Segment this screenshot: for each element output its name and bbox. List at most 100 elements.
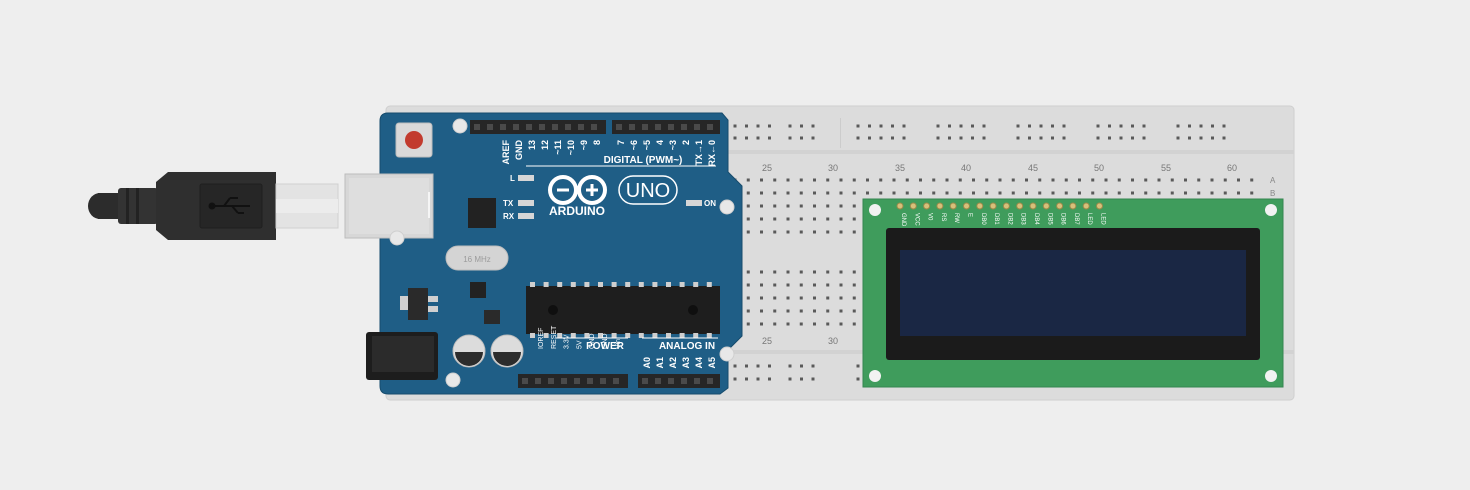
breadboard-hole[interactable] bbox=[826, 270, 830, 274]
breadboard-hole[interactable] bbox=[1250, 178, 1254, 182]
breadboard-hole[interactable] bbox=[1176, 124, 1180, 128]
breadboard-hole[interactable] bbox=[1011, 191, 1015, 195]
breadboard-hole[interactable] bbox=[811, 124, 815, 128]
breadboard-hole[interactable] bbox=[788, 124, 792, 128]
breadboard-hole[interactable] bbox=[852, 322, 856, 326]
breadboard-hole[interactable] bbox=[1184, 178, 1187, 182]
breadboard-hole[interactable] bbox=[760, 270, 763, 274]
breadboard-hole[interactable] bbox=[813, 204, 816, 208]
breadboard-hole[interactable] bbox=[1211, 136, 1214, 140]
breadboard-hole[interactable] bbox=[826, 230, 830, 234]
breadboard-hole[interactable] bbox=[788, 136, 792, 140]
lcd-pin[interactable] bbox=[1056, 202, 1064, 210]
breadboard-hole[interactable] bbox=[879, 191, 883, 195]
breadboard-hole[interactable] bbox=[826, 322, 830, 326]
breadboard-hole[interactable] bbox=[972, 191, 975, 195]
breadboard-hole[interactable] bbox=[1038, 178, 1042, 182]
breadboard-hole[interactable] bbox=[813, 217, 816, 221]
breadboard-hole[interactable] bbox=[945, 178, 949, 182]
header-pin-hole[interactable] bbox=[694, 124, 700, 130]
breadboard-hole[interactable] bbox=[892, 191, 896, 195]
breadboard-hole[interactable] bbox=[892, 178, 896, 182]
breadboard-hole[interactable] bbox=[1223, 191, 1227, 195]
breadboard-hole[interactable] bbox=[746, 178, 750, 182]
breadboard-hole[interactable] bbox=[868, 136, 871, 140]
breadboard-hole[interactable] bbox=[1237, 178, 1240, 182]
breadboard-hole[interactable] bbox=[799, 283, 803, 287]
breadboard-hole[interactable] bbox=[1237, 191, 1240, 195]
breadboard-hole[interactable] bbox=[839, 322, 843, 326]
breadboard-hole[interactable] bbox=[773, 322, 777, 326]
breadboard-hole[interactable] bbox=[1197, 191, 1201, 195]
breadboard-hole[interactable] bbox=[746, 296, 750, 300]
breadboard-hole[interactable] bbox=[799, 217, 803, 221]
lcd-pin[interactable] bbox=[1029, 202, 1037, 210]
breadboard-hole[interactable] bbox=[852, 204, 856, 208]
breadboard-hole[interactable] bbox=[856, 364, 860, 368]
breadboard-hole[interactable] bbox=[773, 217, 777, 221]
breadboard-hole[interactable] bbox=[1119, 124, 1123, 128]
breadboard-hole[interactable] bbox=[1062, 124, 1066, 128]
breadboard-hole[interactable] bbox=[852, 191, 856, 195]
breadboard-hole[interactable] bbox=[945, 191, 949, 195]
breadboard-hole[interactable] bbox=[972, 178, 975, 182]
breadboard-hole[interactable] bbox=[905, 178, 909, 182]
breadboard-hole[interactable] bbox=[936, 124, 940, 128]
breadboard-hole[interactable] bbox=[971, 124, 974, 128]
breadboard-hole[interactable] bbox=[839, 217, 843, 221]
breadboard-hole[interactable] bbox=[891, 136, 894, 140]
breadboard-hole[interactable] bbox=[1131, 191, 1134, 195]
breadboard-hole[interactable] bbox=[813, 230, 816, 234]
breadboard-hole[interactable] bbox=[839, 230, 843, 234]
breadboard-hole[interactable] bbox=[813, 283, 816, 287]
breadboard-hole[interactable] bbox=[1210, 178, 1214, 182]
breadboard-hole[interactable] bbox=[1038, 191, 1042, 195]
header-pin-hole[interactable] bbox=[539, 124, 545, 130]
breadboard-hole[interactable] bbox=[856, 136, 860, 140]
breadboard-hole[interactable] bbox=[1197, 178, 1201, 182]
breadboard-hole[interactable] bbox=[1176, 136, 1180, 140]
breadboard-hole[interactable] bbox=[985, 178, 989, 182]
breadboard-hole[interactable] bbox=[891, 124, 894, 128]
breadboard-hole[interactable] bbox=[1131, 136, 1134, 140]
header-pin-hole[interactable] bbox=[561, 378, 567, 384]
breadboard-hole[interactable] bbox=[902, 136, 906, 140]
breadboard-hole[interactable] bbox=[1117, 178, 1121, 182]
breadboard-hole[interactable] bbox=[773, 191, 777, 195]
breadboard-hole[interactable] bbox=[1051, 191, 1055, 195]
breadboard-hole[interactable] bbox=[800, 136, 803, 140]
breadboard-hole[interactable] bbox=[799, 204, 803, 208]
breadboard-hole[interactable] bbox=[1016, 136, 1020, 140]
breadboard-hole[interactable] bbox=[1091, 191, 1095, 195]
breadboard-hole[interactable] bbox=[839, 178, 843, 182]
breadboard-hole[interactable] bbox=[1188, 124, 1191, 128]
breadboard-hole[interactable] bbox=[1223, 178, 1227, 182]
breadboard-hole[interactable] bbox=[1039, 136, 1043, 140]
breadboard-hole[interactable] bbox=[1157, 178, 1161, 182]
analog-header[interactable] bbox=[638, 374, 720, 388]
breadboard-hole[interactable] bbox=[745, 364, 748, 368]
breadboard-hole[interactable] bbox=[1028, 136, 1031, 140]
lcd-pin[interactable] bbox=[1042, 202, 1050, 210]
header-pin-hole[interactable] bbox=[616, 124, 622, 130]
header-pin-hole[interactable] bbox=[707, 378, 713, 384]
breadboard-hole[interactable] bbox=[852, 283, 856, 287]
breadboard-hole[interactable] bbox=[868, 124, 871, 128]
header-pin-hole[interactable] bbox=[642, 378, 648, 384]
header-pin-hole[interactable] bbox=[513, 124, 519, 130]
breadboard-hole[interactable] bbox=[1142, 136, 1146, 140]
breadboard-hole[interactable] bbox=[856, 377, 860, 381]
breadboard-hole[interactable] bbox=[786, 230, 790, 234]
breadboard-hole[interactable] bbox=[1051, 178, 1055, 182]
breadboard-hole[interactable] bbox=[745, 136, 748, 140]
breadboard-hole[interactable] bbox=[1108, 136, 1111, 140]
breadboard-hole[interactable] bbox=[982, 124, 986, 128]
breadboard-hole[interactable] bbox=[866, 178, 869, 182]
breadboard-hole[interactable] bbox=[936, 136, 940, 140]
breadboard-hole[interactable] bbox=[1131, 124, 1134, 128]
lcd-pin[interactable] bbox=[989, 202, 997, 210]
breadboard-hole[interactable] bbox=[760, 230, 763, 234]
breadboard-hole[interactable] bbox=[1144, 191, 1148, 195]
breadboard-hole[interactable] bbox=[839, 191, 843, 195]
header-pin-hole[interactable] bbox=[613, 378, 619, 384]
